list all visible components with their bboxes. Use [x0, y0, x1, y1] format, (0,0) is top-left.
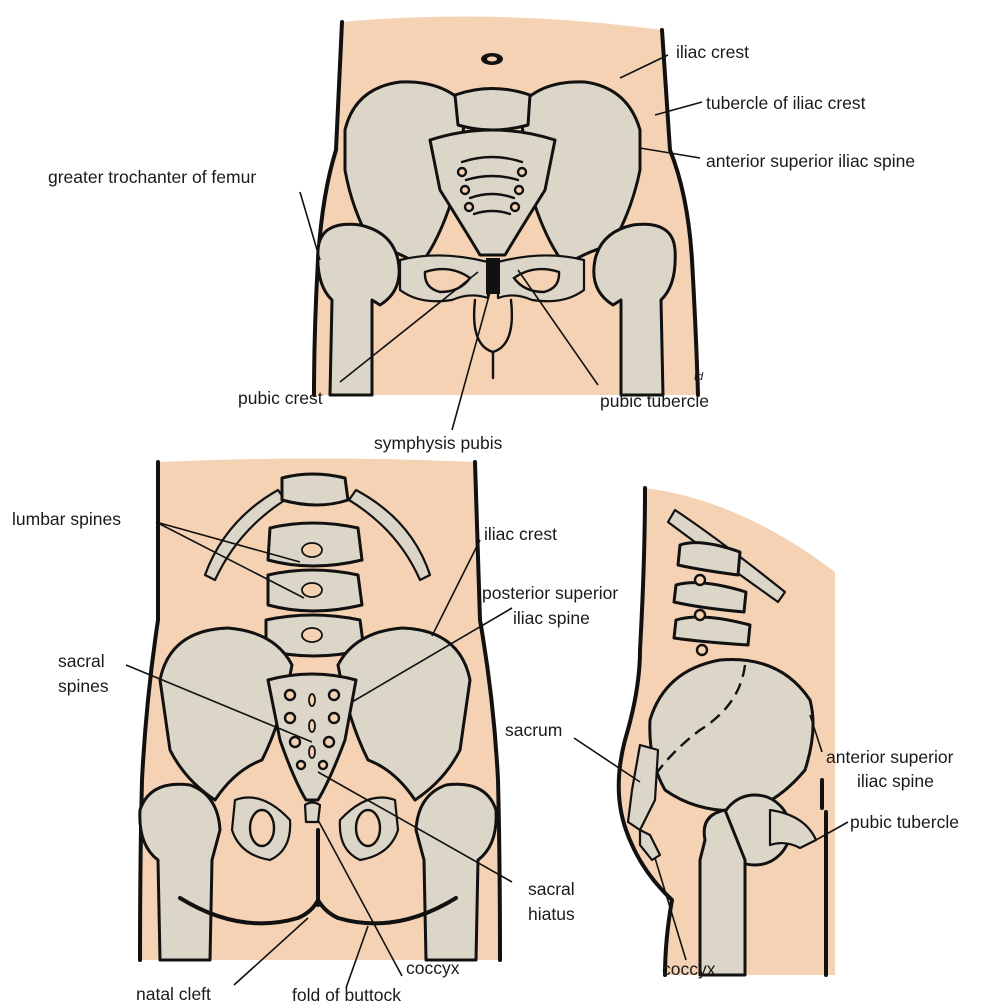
label-sacral-hiatus-line2: hiatus [528, 904, 575, 924]
label-symphysis-pubis: symphysis pubis [374, 433, 503, 453]
anterior-view: iliac crest tubercle of iliac crest ante… [48, 17, 915, 453]
posterior-obturator-right [356, 810, 380, 846]
label-psis-line1: posterior superior [482, 583, 618, 603]
anterior-l5-vertebra [455, 89, 530, 131]
label-natal-cleft: natal cleft [136, 984, 211, 1004]
posterior-obturator-left [250, 810, 274, 846]
label-sacral-spines-line2: spines [58, 676, 109, 696]
label-asis-lateral-line1: anterior superior [826, 747, 954, 767]
label-tubercle-of-iliac-crest: tubercle of iliac crest [706, 93, 866, 113]
label-pubic-tubercle-anterior: pubic tubercle [600, 391, 709, 411]
label-pubic-crest: pubic crest [238, 388, 323, 408]
label-iliac-crest-posterior: iliac crest [484, 524, 557, 544]
label-lumbar-spines: lumbar spines [12, 509, 121, 529]
label-iliac-crest-anterior: iliac crest [676, 42, 749, 62]
label-pubic-tubercle-lateral: pubic tubercle [850, 812, 959, 832]
label-coccyx-posterior: coccyx [406, 958, 460, 978]
posterior-coccyx [305, 803, 320, 823]
label-anterior-superior-iliac-spine-anterior: anterior superior iliac spine [706, 151, 915, 171]
label-sacrum: sacrum [505, 720, 562, 740]
label-asis-lateral-line2: iliac spine [857, 771, 934, 791]
lateral-ilium [650, 660, 813, 811]
label-fold-of-buttock: fold of buttock [292, 985, 401, 1005]
symphysis-pubis-joint [486, 258, 500, 294]
artist-mark: td [694, 371, 704, 383]
lateral-lumbar-vertebrae [674, 543, 750, 655]
label-sacral-hiatus-line1: sacral [528, 879, 575, 899]
label-coccyx-lateral: coccyx [662, 959, 716, 979]
label-psis-line2: iliac spine [513, 608, 590, 628]
label-sacral-spines-line1: sacral [58, 651, 105, 671]
label-greater-trochanter: greater trochanter of femur [48, 167, 256, 187]
